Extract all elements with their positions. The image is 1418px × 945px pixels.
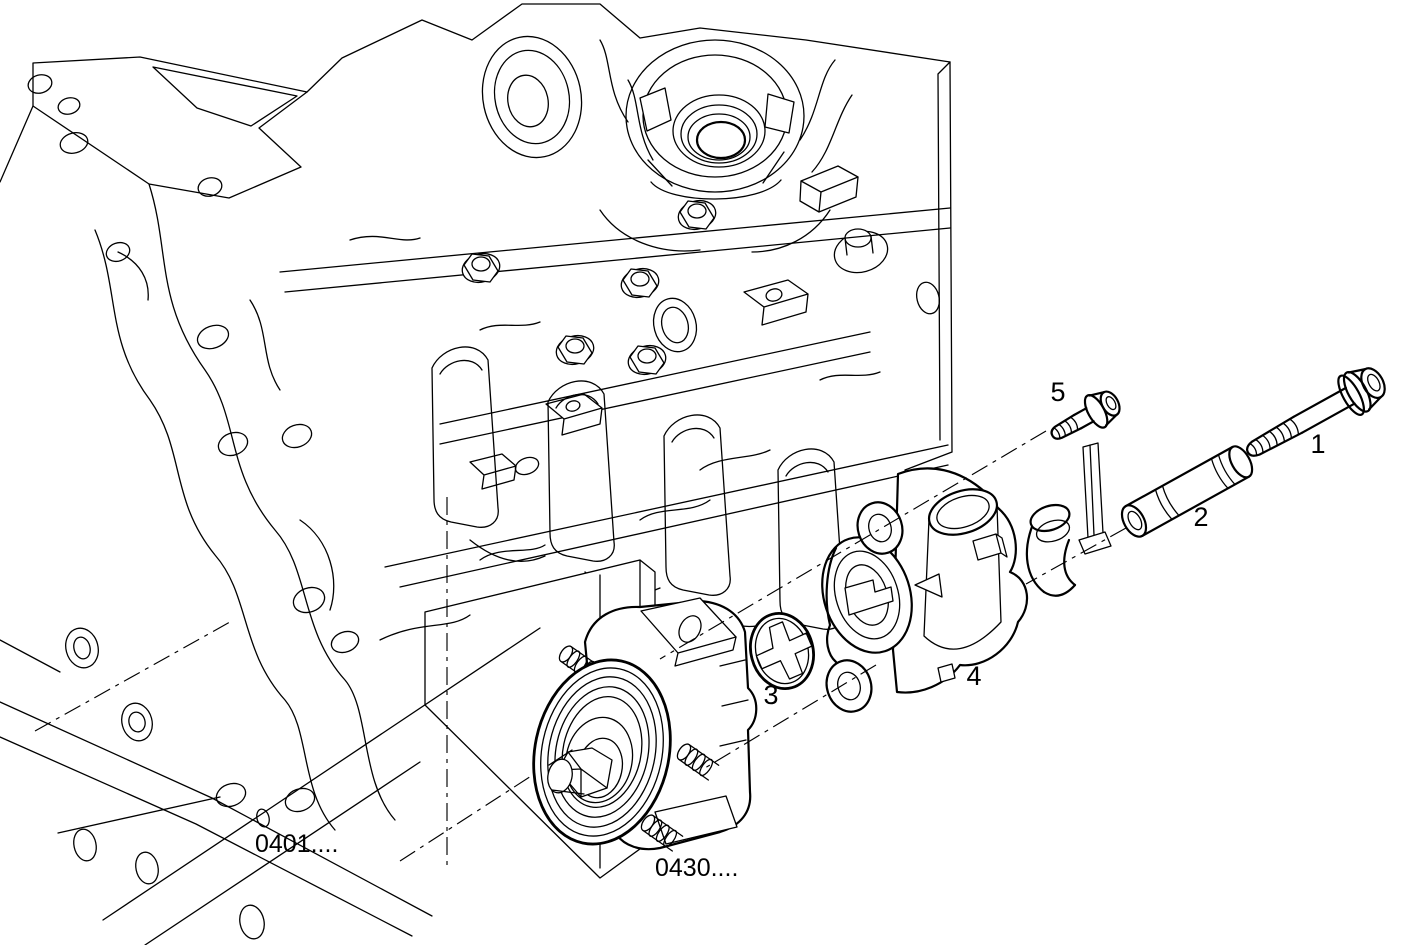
centerline-group [34, 497, 543, 868]
exploded-axis-centerlines [659, 430, 1127, 769]
bolt-part5-drawing [1050, 390, 1121, 440]
pump-group-0430-drawing [532, 597, 758, 852]
coupling-disc-part3-drawing [749, 612, 815, 690]
pump-hose-fitting-drawing [1025, 503, 1077, 597]
steering-pump-part4-drawing [821, 442, 1112, 713]
callout-part-4[interactable]: 4 [966, 661, 982, 691]
bolt-part1-drawing [1246, 367, 1386, 457]
pump-pulley-drawing [532, 658, 672, 846]
oil-filler-funnel-drawing [599, 39, 853, 200]
figure-ref-0401[interactable]: 0401.... [255, 830, 339, 858]
figure-ref-0430[interactable]: 0430.... [655, 854, 739, 882]
callout-part-3[interactable]: 3 [763, 680, 779, 710]
callout-part-1[interactable]: 1 [1310, 429, 1326, 459]
engine-block-drawing [0, 3, 953, 945]
callout-part-2[interactable]: 2 [1193, 502, 1209, 532]
callout-part-5[interactable]: 5 [1050, 377, 1066, 407]
spacer-sleeve-part2-drawing [1120, 445, 1254, 538]
